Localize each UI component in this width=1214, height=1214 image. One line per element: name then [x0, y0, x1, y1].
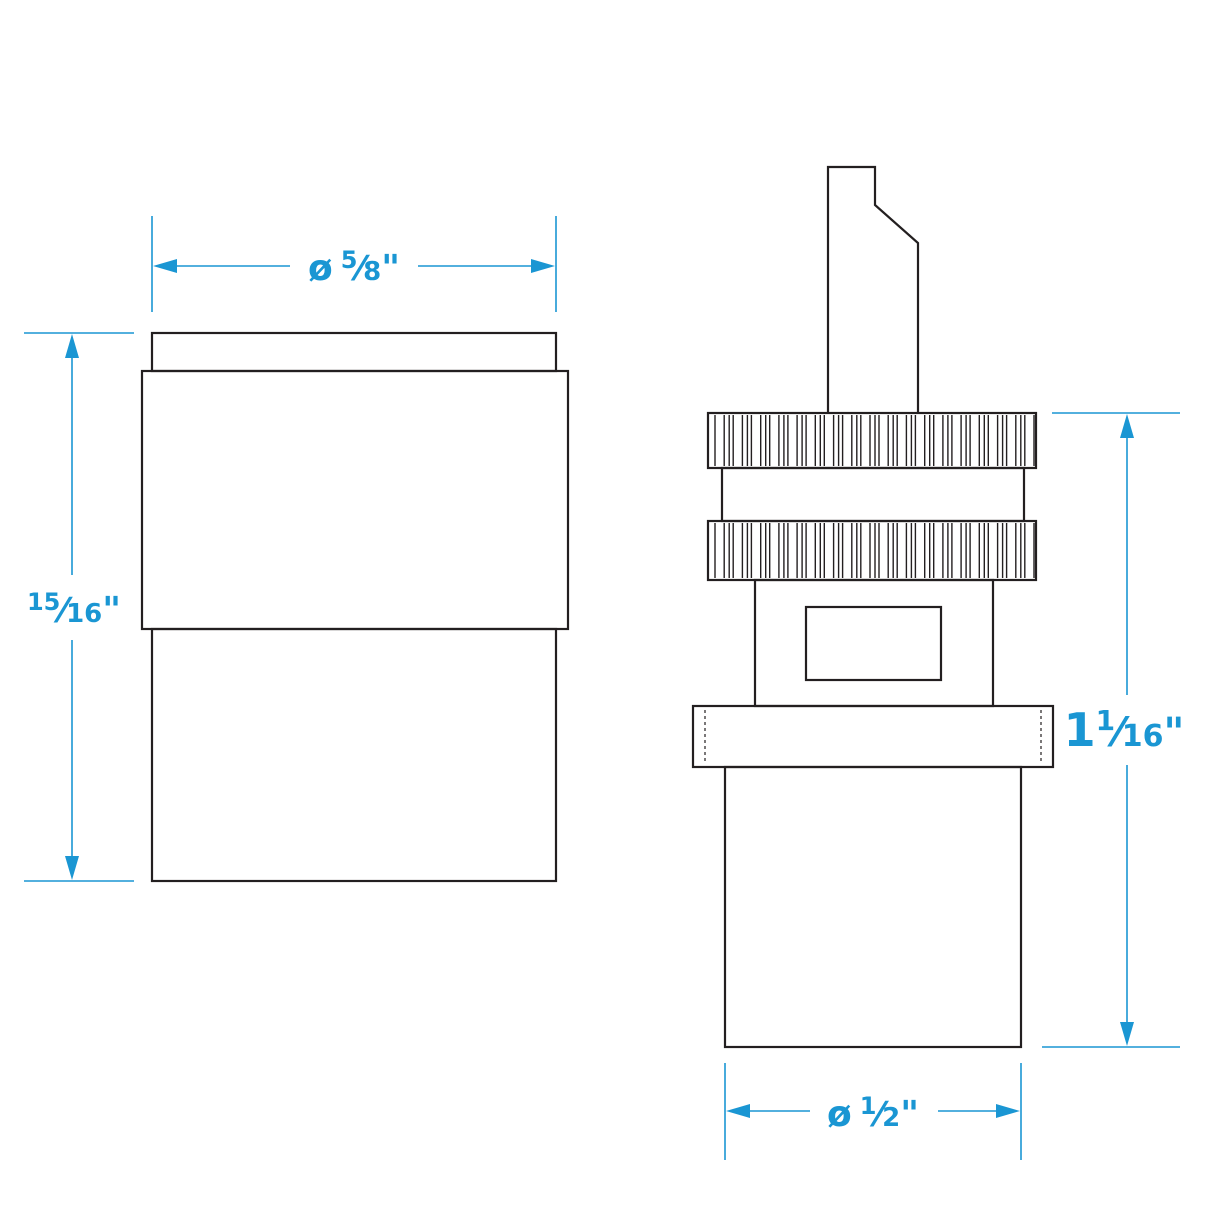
right-height-dimension: 11⁄16"	[1042, 412, 1185, 1048]
left-part-sleeve	[140, 369, 570, 631]
neck-window	[804, 605, 943, 682]
arrowhead-right	[996, 1104, 1020, 1118]
arrowhead-down	[1120, 1022, 1134, 1046]
arrowhead-left	[726, 1104, 750, 1118]
arrowhead-left	[153, 259, 177, 273]
right-part-tang	[826, 165, 920, 413]
left-part-body	[150, 627, 558, 883]
arrowhead-up	[1120, 414, 1134, 438]
arrowhead-right	[531, 259, 555, 273]
left-height-dimension: 15⁄16"	[24, 332, 134, 882]
upper-knurled-ring	[706, 411, 1038, 470]
left-part	[140, 331, 570, 883]
right-part	[691, 165, 1055, 1049]
arrowhead-down	[65, 856, 79, 880]
lower-knurled-ring	[706, 519, 1038, 582]
right-part-neck	[753, 578, 995, 708]
right-part-body	[723, 765, 1023, 1049]
arrowhead-up	[65, 334, 79, 358]
left-part-top-lip	[150, 331, 558, 373]
right-part-flange	[691, 704, 1055, 769]
ring-spacer	[720, 466, 1026, 523]
upper-knurl-lines	[714, 415, 1035, 466]
left-height-label: 15⁄16"	[27, 588, 121, 631]
lower-knurl-lines	[714, 523, 1035, 578]
right-height-label: 11⁄16"	[1064, 703, 1185, 757]
